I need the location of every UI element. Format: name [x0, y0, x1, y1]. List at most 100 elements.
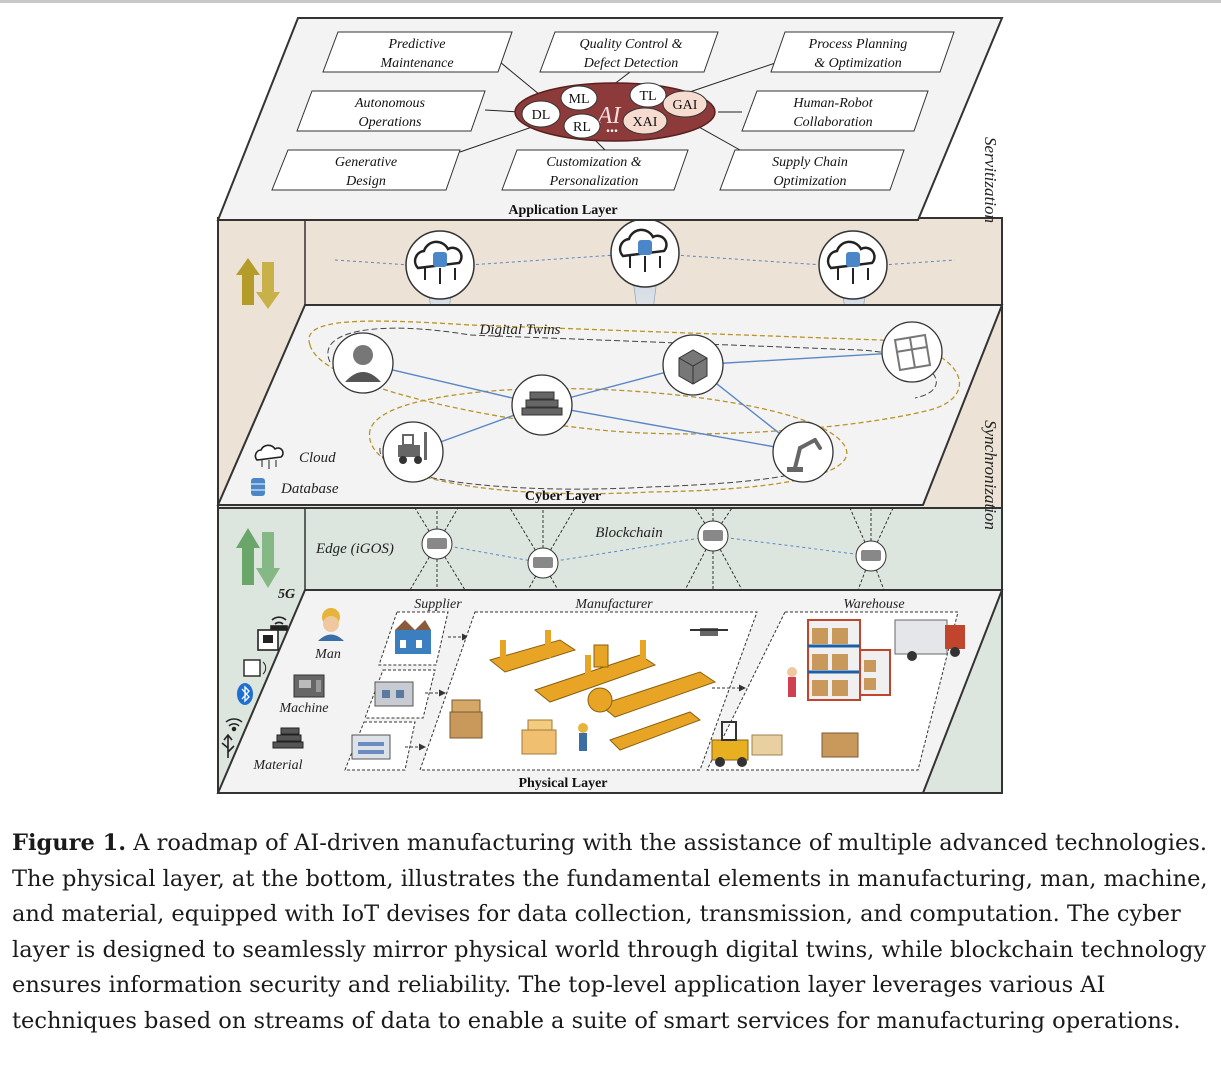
application-layer-label: Application Layer: [508, 203, 617, 218]
synchronization-label: Synchronization: [981, 420, 1000, 530]
edge-node: [527, 547, 559, 579]
ai-technique-dl: DL: [521, 100, 561, 128]
worker-icon: [578, 723, 588, 751]
twin-box-node: [662, 334, 724, 396]
svg-text:Human-Robot: Human-Robot: [792, 96, 873, 111]
cloud-database-icon: [826, 240, 876, 284]
svg-text:Customization &: Customization &: [546, 155, 641, 170]
legend-database: Database: [280, 481, 339, 497]
cloud-database-icon: [413, 240, 463, 284]
digital-twins-label: Digital Twins: [479, 322, 561, 338]
cloud-database-icon: [618, 228, 668, 272]
edge-node: [855, 540, 887, 572]
man-element: Man: [314, 608, 344, 662]
svg-text:Autonomous: Autonomous: [354, 96, 426, 111]
svg-text:ML: ML: [569, 92, 590, 107]
forklift-icon: [398, 432, 427, 464]
servitization-label: Servitization: [981, 137, 1000, 223]
cyber-layer-label: Cyber Layer: [525, 489, 601, 504]
application-box-predictive-maintenance: Predictive Maintenance: [322, 31, 513, 73]
twin-robot-node: [772, 421, 834, 483]
boxes-icon: [449, 699, 483, 739]
svg-text:XAI: XAI: [633, 115, 658, 130]
cyber-layer-plane: [216, 304, 1004, 506]
twin-worker-node: [332, 332, 394, 394]
manufacturer-zone: [419, 611, 758, 771]
truck-icon: [894, 619, 965, 661]
manufacturer-label: Manufacturer: [574, 597, 653, 612]
svg-text:Maintenance: Maintenance: [379, 56, 453, 71]
ai-technique-rl: RL: [563, 113, 601, 139]
database-icon: [251, 478, 265, 496]
cyber-legend: Cloud Database: [251, 444, 339, 497]
figure-caption-text: A roadmap of AI-driven manufacturing wit…: [12, 830, 1208, 1034]
wireless-signal-icon: [225, 718, 243, 732]
box-icon: [678, 349, 708, 385]
svg-text:TL: TL: [639, 89, 656, 104]
application-box-generative-design: Generative Design: [271, 149, 461, 191]
iot-icons: 5G: [221, 587, 295, 758]
ai-ellipsis: ...: [606, 119, 618, 136]
application-box-process-planning: Process Planning & Optimization: [770, 31, 955, 73]
blockchain-label: Blockchain: [595, 525, 662, 541]
cloud-node: [610, 218, 680, 288]
office-building-icon: [351, 734, 391, 760]
man-label: Man: [314, 647, 341, 662]
material-element: Material: [253, 727, 304, 773]
machine-element: Machine: [279, 674, 329, 716]
cloud-icon: [254, 444, 284, 469]
application-box-human-robot: Human-Robot Collaboration: [741, 90, 929, 132]
application-box-supply-chain: Supply Chain Optimization: [719, 149, 905, 191]
assembly-line-icon: [488, 630, 717, 751]
worker-icon: [345, 345, 381, 382]
blockchain-links: [436, 535, 872, 564]
svg-text:Defect Detection: Defect Detection: [583, 56, 678, 71]
twin-material-node: [511, 374, 573, 436]
legend-cloud: Cloud: [299, 450, 336, 466]
svg-text:Process Planning: Process Planning: [808, 37, 908, 52]
factory-icon: [395, 620, 431, 654]
usb-icon: [221, 733, 235, 758]
5g-label: 5G: [278, 587, 295, 602]
forklift-icon: [711, 721, 783, 767]
edge-device-icon: [533, 557, 553, 568]
svg-text:Operations: Operations: [359, 115, 423, 130]
edge-node: [421, 528, 453, 560]
digital-twin-boundary: [308, 320, 961, 435]
figure-label: Figure 1.: [12, 830, 127, 856]
svg-text:DL: DL: [532, 108, 551, 123]
edge-label: Edge (iGOS): [315, 541, 394, 557]
shelf-rack-icon: [893, 333, 932, 372]
steel-bars-icon: [521, 391, 563, 416]
edge-device-icon: [703, 530, 723, 541]
cloud-node: [818, 230, 888, 300]
svg-text:Supply Chain: Supply Chain: [772, 155, 848, 170]
twin-rack-node: [881, 321, 943, 383]
machine-icon: [293, 674, 325, 698]
top-rule: [0, 0, 1221, 3]
rfid-tag-icon: [243, 659, 267, 677]
svg-text:Optimization: Optimization: [773, 174, 846, 189]
warehouse-label: Warehouse: [843, 597, 904, 612]
worker-icon: [787, 667, 797, 697]
svg-text:Predictive: Predictive: [387, 37, 445, 52]
machine-label: Machine: [279, 701, 329, 716]
boxes-icon: [821, 732, 859, 758]
ai-core: AI DL ML TL GAI RL XAI ...: [514, 82, 716, 142]
warehouse-building-icon: [374, 681, 414, 707]
ai-technique-gai: GAI: [662, 90, 708, 118]
supplier-sites: [344, 611, 469, 771]
edge-device-icon: [861, 550, 881, 561]
svg-text:& Optimization: & Optimization: [814, 56, 902, 71]
figure-caption: Figure 1. A roadmap of AI-driven manufac…: [12, 826, 1212, 1039]
edge-device-icon: [427, 538, 447, 549]
boxes-icon: [521, 719, 557, 755]
material-label: Material: [253, 758, 303, 773]
sync-arrows-lower: [236, 528, 280, 588]
drone-icon: [690, 628, 728, 636]
supplier-label: Supplier: [414, 597, 462, 612]
svg-text:Collaboration: Collaboration: [793, 115, 872, 130]
ai-technique-ml: ML: [560, 85, 598, 111]
bluetooth-icon: [237, 683, 253, 705]
svg-text:Design: Design: [345, 174, 386, 189]
